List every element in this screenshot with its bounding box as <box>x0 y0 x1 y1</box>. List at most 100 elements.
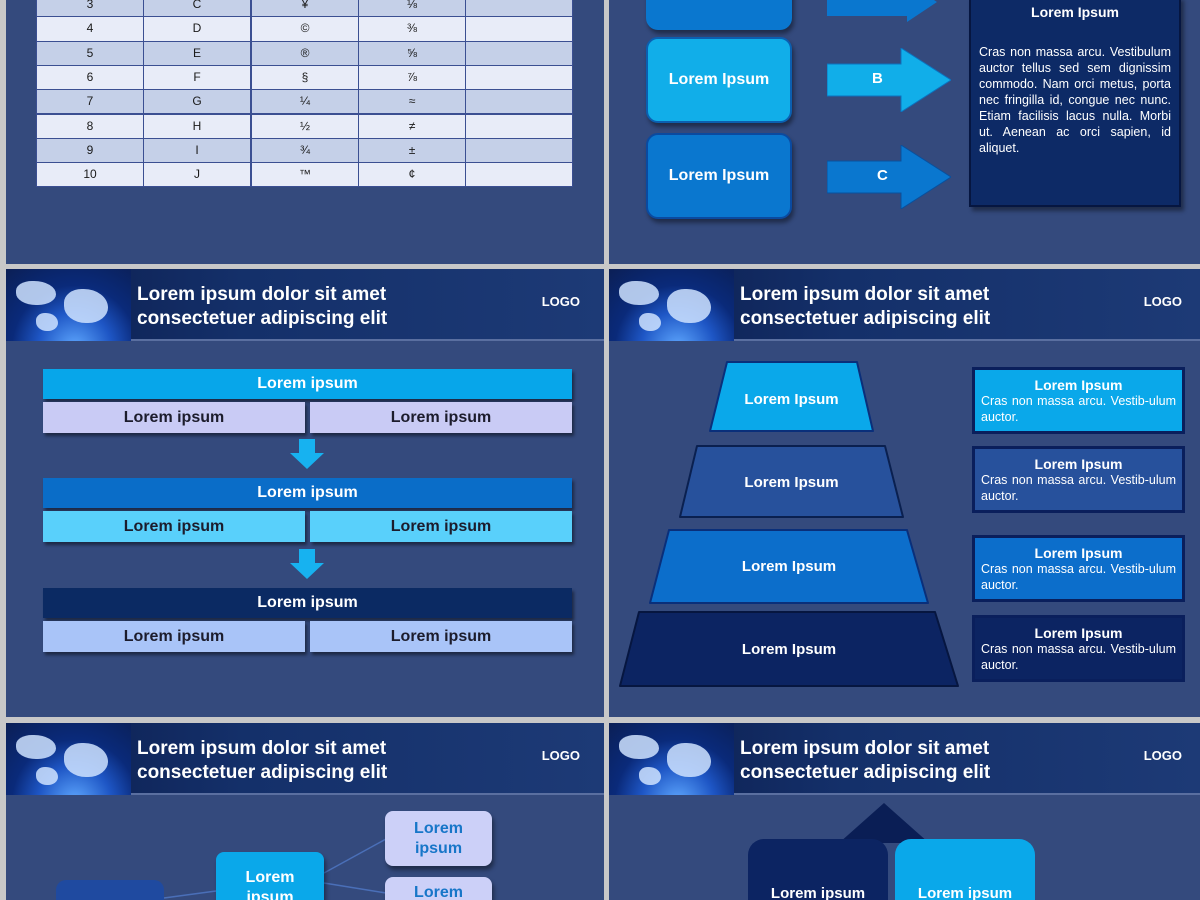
flow-group-3-left: Lorem ipsum <box>43 621 305 652</box>
table-cell: ≈ <box>358 89 466 115</box>
pyramid-item-4-title: Lorem Ipsum <box>1034 625 1123 641</box>
process-box-1-label: Lorem Ipsum <box>668 71 770 88</box>
arrow-c: C <box>826 144 952 210</box>
header-title-line1: Lorem ipsum dolor sit amet <box>740 284 990 305</box>
tree-root-node: Lorem ipsum <box>216 852 324 900</box>
table-cell <box>465 113 573 139</box>
info-panel: Lorem Ipsum Cras non massa arcu. Vestibu… <box>969 0 1181 207</box>
flow-group-3-title: Lorem ipsum <box>43 588 572 618</box>
arrow-b-label: B <box>872 70 883 87</box>
table-cell: 8 <box>36 113 144 139</box>
table-cell: ≠ <box>358 113 466 139</box>
tree-child-2: Lorem ipsum <box>385 877 492 900</box>
header-title: Lorem ipsum dolor sit amet consectetuer … <box>740 283 990 331</box>
header-title: Lorem ipsum dolor sit amet consectetuer … <box>137 737 387 785</box>
header-title-line2: consectetuer adipiscing elit <box>137 308 388 329</box>
header-title: Lorem ipsum dolor sit amet consectetuer … <box>740 737 990 785</box>
header-title-line2: consectetuer adipiscing elit <box>137 762 388 783</box>
globe-icon <box>6 723 131 795</box>
table-cell: ± <box>358 137 466 164</box>
table-cell: I <box>143 137 251 164</box>
table-cell <box>465 0 573 18</box>
arrow-c-label: C <box>877 167 888 184</box>
table-cell <box>465 137 573 164</box>
arrow-b: B <box>826 47 952 113</box>
table-cell: © <box>251 16 359 42</box>
header-title: Lorem ipsum dolor sit amet consectetuer … <box>137 283 387 331</box>
block-left-label: Lorem ipsum <box>770 885 866 900</box>
slide-pyramid: Lorem ipsum dolor sit amet consectetuer … <box>609 269 1200 717</box>
logo: LOGO <box>1143 294 1182 309</box>
info-panel-title: Lorem Ipsum <box>1031 4 1119 20</box>
table-cell: J <box>143 162 251 188</box>
tree-child-2-label: Lorem ipsum <box>414 884 463 900</box>
pyramid-level-1 <box>709 361 874 432</box>
table-cell: ¾ <box>251 137 359 164</box>
tree-root-label: Lorem ipsum <box>245 869 295 900</box>
slide-header: Lorem ipsum dolor sit amet consectetuer … <box>6 269 604 341</box>
pyramid-item-3: Lorem Ipsum Cras non massa arcu. Vestib-… <box>972 535 1185 602</box>
slide-header: Lorem ipsum dolor sit amet consectetuer … <box>6 723 604 795</box>
table-cell: ½ <box>251 113 359 139</box>
table-cell: 9 <box>36 137 144 164</box>
header-title-line2: consectetuer adipiscing elit <box>740 308 991 329</box>
slide-arrows: Lorem Ipsum B Lorem Ipsum C Lorem Ipsum … <box>609 0 1200 264</box>
down-arrow-icon <box>290 439 324 474</box>
slide-header: Lorem ipsum dolor sit amet consectetuer … <box>609 269 1200 341</box>
process-box-2-label: Lorem Ipsum <box>668 167 770 184</box>
block-right-label: Lorem ipsum <box>917 885 1013 900</box>
down-arrow-icon <box>290 549 324 584</box>
arrow-a <box>827 0 937 22</box>
pyramid-level-1-label: Lorem Ipsum <box>744 391 839 408</box>
pyramid-item-1-text: Cras non massa arcu. Vestib-ulum auctor. <box>981 394 1176 424</box>
table-cell: 5 <box>36 40 144 66</box>
logo: LOGO <box>541 748 580 763</box>
table-cell: C <box>143 0 251 18</box>
table-cell: D <box>143 16 251 42</box>
pyramid-level-3-label: Lorem Ipsum <box>741 558 837 575</box>
flow-group-1-right: Lorem ipsum <box>310 402 572 433</box>
pyramid-level-2 <box>679 445 904 518</box>
pyramid-item-2-title: Lorem Ipsum <box>1034 456 1123 472</box>
table-cell: 4 <box>36 16 144 42</box>
pyramid-item-4: Lorem Ipsum Cras non massa arcu. Vestib-… <box>972 615 1185 682</box>
slide-flow: Lorem ipsum dolor sit amet consectetuer … <box>6 269 604 717</box>
table-cell: G <box>143 89 251 115</box>
table-cell: H <box>143 113 251 139</box>
header-title-line1: Lorem ipsum dolor sit amet <box>137 738 387 759</box>
slide-blocks: Lorem ipsum dolor sit amet consectetuer … <box>609 723 1200 900</box>
block-right: Lorem ipsum <box>895 839 1035 900</box>
header-title-line1: Lorem ipsum dolor sit amet <box>740 738 990 759</box>
process-box-2: Lorem Ipsum <box>646 133 792 219</box>
flow-group-3-right: Lorem ipsum <box>310 621 572 652</box>
flow-group-2-right: Lorem ipsum <box>310 511 572 542</box>
table-cell: ® <box>251 40 359 66</box>
pyramid-item-3-title: Lorem Ipsum <box>1034 545 1123 561</box>
pyramid-item-2: Lorem Ipsum Cras non massa arcu. Vestib-… <box>972 446 1185 513</box>
table-cell: ⅞ <box>358 64 466 91</box>
process-box-1: Lorem Ipsum <box>646 37 792 123</box>
pyramid-shapes <box>619 361 959 687</box>
globe-icon <box>609 269 734 341</box>
info-panel-text: Cras non massa arcu. Vestibulum auctor t… <box>979 45 1171 155</box>
pyramid-item-3-text: Cras non massa arcu. Vestib-ulum auctor. <box>981 562 1176 592</box>
table-cell: 10 <box>36 162 144 188</box>
table-cell: ⅜ <box>358 16 466 42</box>
table-cell: ⅝ <box>358 40 466 66</box>
slide-tree: Lorem ipsum dolor sit amet consectetuer … <box>6 723 604 900</box>
table-cell: ™ <box>251 162 359 188</box>
table-cell: ¥ <box>251 0 359 18</box>
block-left: Lorem ipsum <box>748 839 888 900</box>
pyramid-item-1-title: Lorem Ipsum <box>1034 377 1123 393</box>
flow-group-1-title: Lorem ipsum <box>43 369 572 399</box>
table-cell: § <box>251 64 359 91</box>
pyramid-item-1: Lorem Ipsum Cras non massa arcu. Vestib-… <box>972 367 1185 434</box>
pyramid-item-2-text: Cras non massa arcu. Vestib-ulum auctor. <box>981 473 1176 503</box>
table-cell <box>465 64 573 91</box>
table-cell: E <box>143 40 251 66</box>
table-cell: 3 <box>36 0 144 18</box>
table-cell: ¢ <box>358 162 466 188</box>
table-cell: 7 <box>36 89 144 115</box>
pyramid-level-4-label: Lorem Ipsum <box>741 641 837 658</box>
